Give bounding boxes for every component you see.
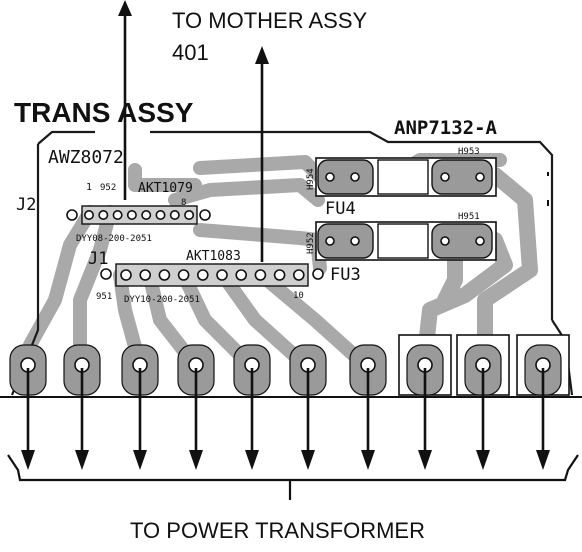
transformer-bracket	[7, 454, 579, 500]
trace-j1-4	[258, 271, 372, 372]
trace-right-2	[417, 232, 513, 363]
fuse-fu4	[315, 157, 497, 197]
up-arrow-right-head	[255, 46, 269, 64]
mother-assy-number: 401	[172, 40, 209, 65]
connectors	[66, 205, 324, 287]
j1-pin	[216, 269, 228, 281]
akt1083-label: AKT1083	[186, 249, 241, 264]
j1-label: J1	[88, 249, 108, 269]
down-arrow	[418, 368, 432, 470]
down-arrow	[361, 368, 375, 470]
mother-assy-arrows	[118, 0, 269, 262]
j2-pin	[169, 210, 180, 221]
pad-951-label: 951	[96, 292, 112, 302]
j2-label: J2	[16, 195, 36, 215]
j1-pin	[177, 269, 190, 281]
fuse-fu3	[315, 221, 497, 261]
awz-label: AWZ8072	[48, 147, 124, 168]
trace-to-fu4	[193, 155, 325, 182]
trace-j2-top	[128, 163, 202, 192]
akt1079-label: AKT1079	[138, 181, 193, 196]
j1-pin	[139, 269, 151, 281]
mother-assy-label: TO MOTHER ASSY	[172, 8, 368, 33]
connector-j2	[66, 205, 211, 225]
h954-label: H954	[306, 168, 316, 190]
down-arrow	[189, 368, 203, 470]
j1-pin	[235, 269, 247, 281]
down-arrow	[75, 368, 89, 470]
j2-pin	[126, 210, 137, 221]
fuse-group	[315, 157, 497, 261]
j1-pin	[158, 269, 171, 281]
j1-pin10-label: 10	[293, 291, 304, 301]
j1-mount-right	[312, 268, 324, 280]
j2-pin	[98, 210, 109, 221]
j2-pin	[112, 210, 123, 221]
j2-pin1-label: 1	[86, 182, 92, 193]
trans-assy-label: TRANS ASSY	[14, 97, 194, 128]
j2-mount-right	[199, 209, 211, 221]
j1-connector-part: DYY10-200-2051	[124, 295, 200, 305]
up-arrow-left-head	[118, 0, 132, 16]
down-arrow	[476, 368, 490, 470]
h951-label: H951	[458, 212, 480, 222]
j2-connector-part: DYY08-200-2051	[76, 234, 152, 244]
trace-to-fu4-b	[168, 178, 325, 207]
j1-pin	[292, 269, 305, 281]
fu4-label: FU4	[325, 199, 356, 219]
connector-j1	[100, 263, 324, 287]
down-arrow	[133, 368, 147, 470]
board-edge-top	[37, 130, 554, 320]
down-arrow	[301, 368, 315, 470]
j1-pins	[120, 269, 305, 281]
h953-label: H953	[458, 147, 480, 157]
fu3-label: FU3	[330, 265, 361, 285]
down-arrow	[245, 368, 259, 470]
j2-pin	[141, 210, 152, 221]
trace-j1-2	[178, 271, 257, 372]
j2-pins	[84, 210, 195, 221]
j1-pin	[273, 269, 286, 281]
j1-pin	[120, 269, 132, 281]
power-transformer-arrows	[21, 368, 550, 470]
trace-right-1	[477, 167, 538, 363]
board-code-label: ANP7132-A	[394, 117, 498, 139]
trace-j1-3	[218, 271, 312, 372]
j1-mount-left	[100, 268, 112, 280]
j2-pin	[84, 210, 95, 221]
down-arrow	[536, 368, 550, 470]
j2-pin	[184, 210, 195, 221]
power-transformer-label: TO POWER TRANSFORMER	[130, 518, 425, 543]
j2-mount-left	[66, 209, 78, 221]
j2-pin	[155, 210, 166, 221]
pad-952-label: 952	[100, 183, 116, 193]
trace-left-2	[73, 205, 117, 372]
down-arrow	[21, 368, 35, 470]
h952-label: H952	[306, 232, 316, 254]
j1-pin	[197, 269, 209, 281]
j1-pin	[254, 269, 267, 281]
j2-pin8-label: 8	[181, 198, 186, 208]
trace-to-fu3	[193, 223, 325, 247]
